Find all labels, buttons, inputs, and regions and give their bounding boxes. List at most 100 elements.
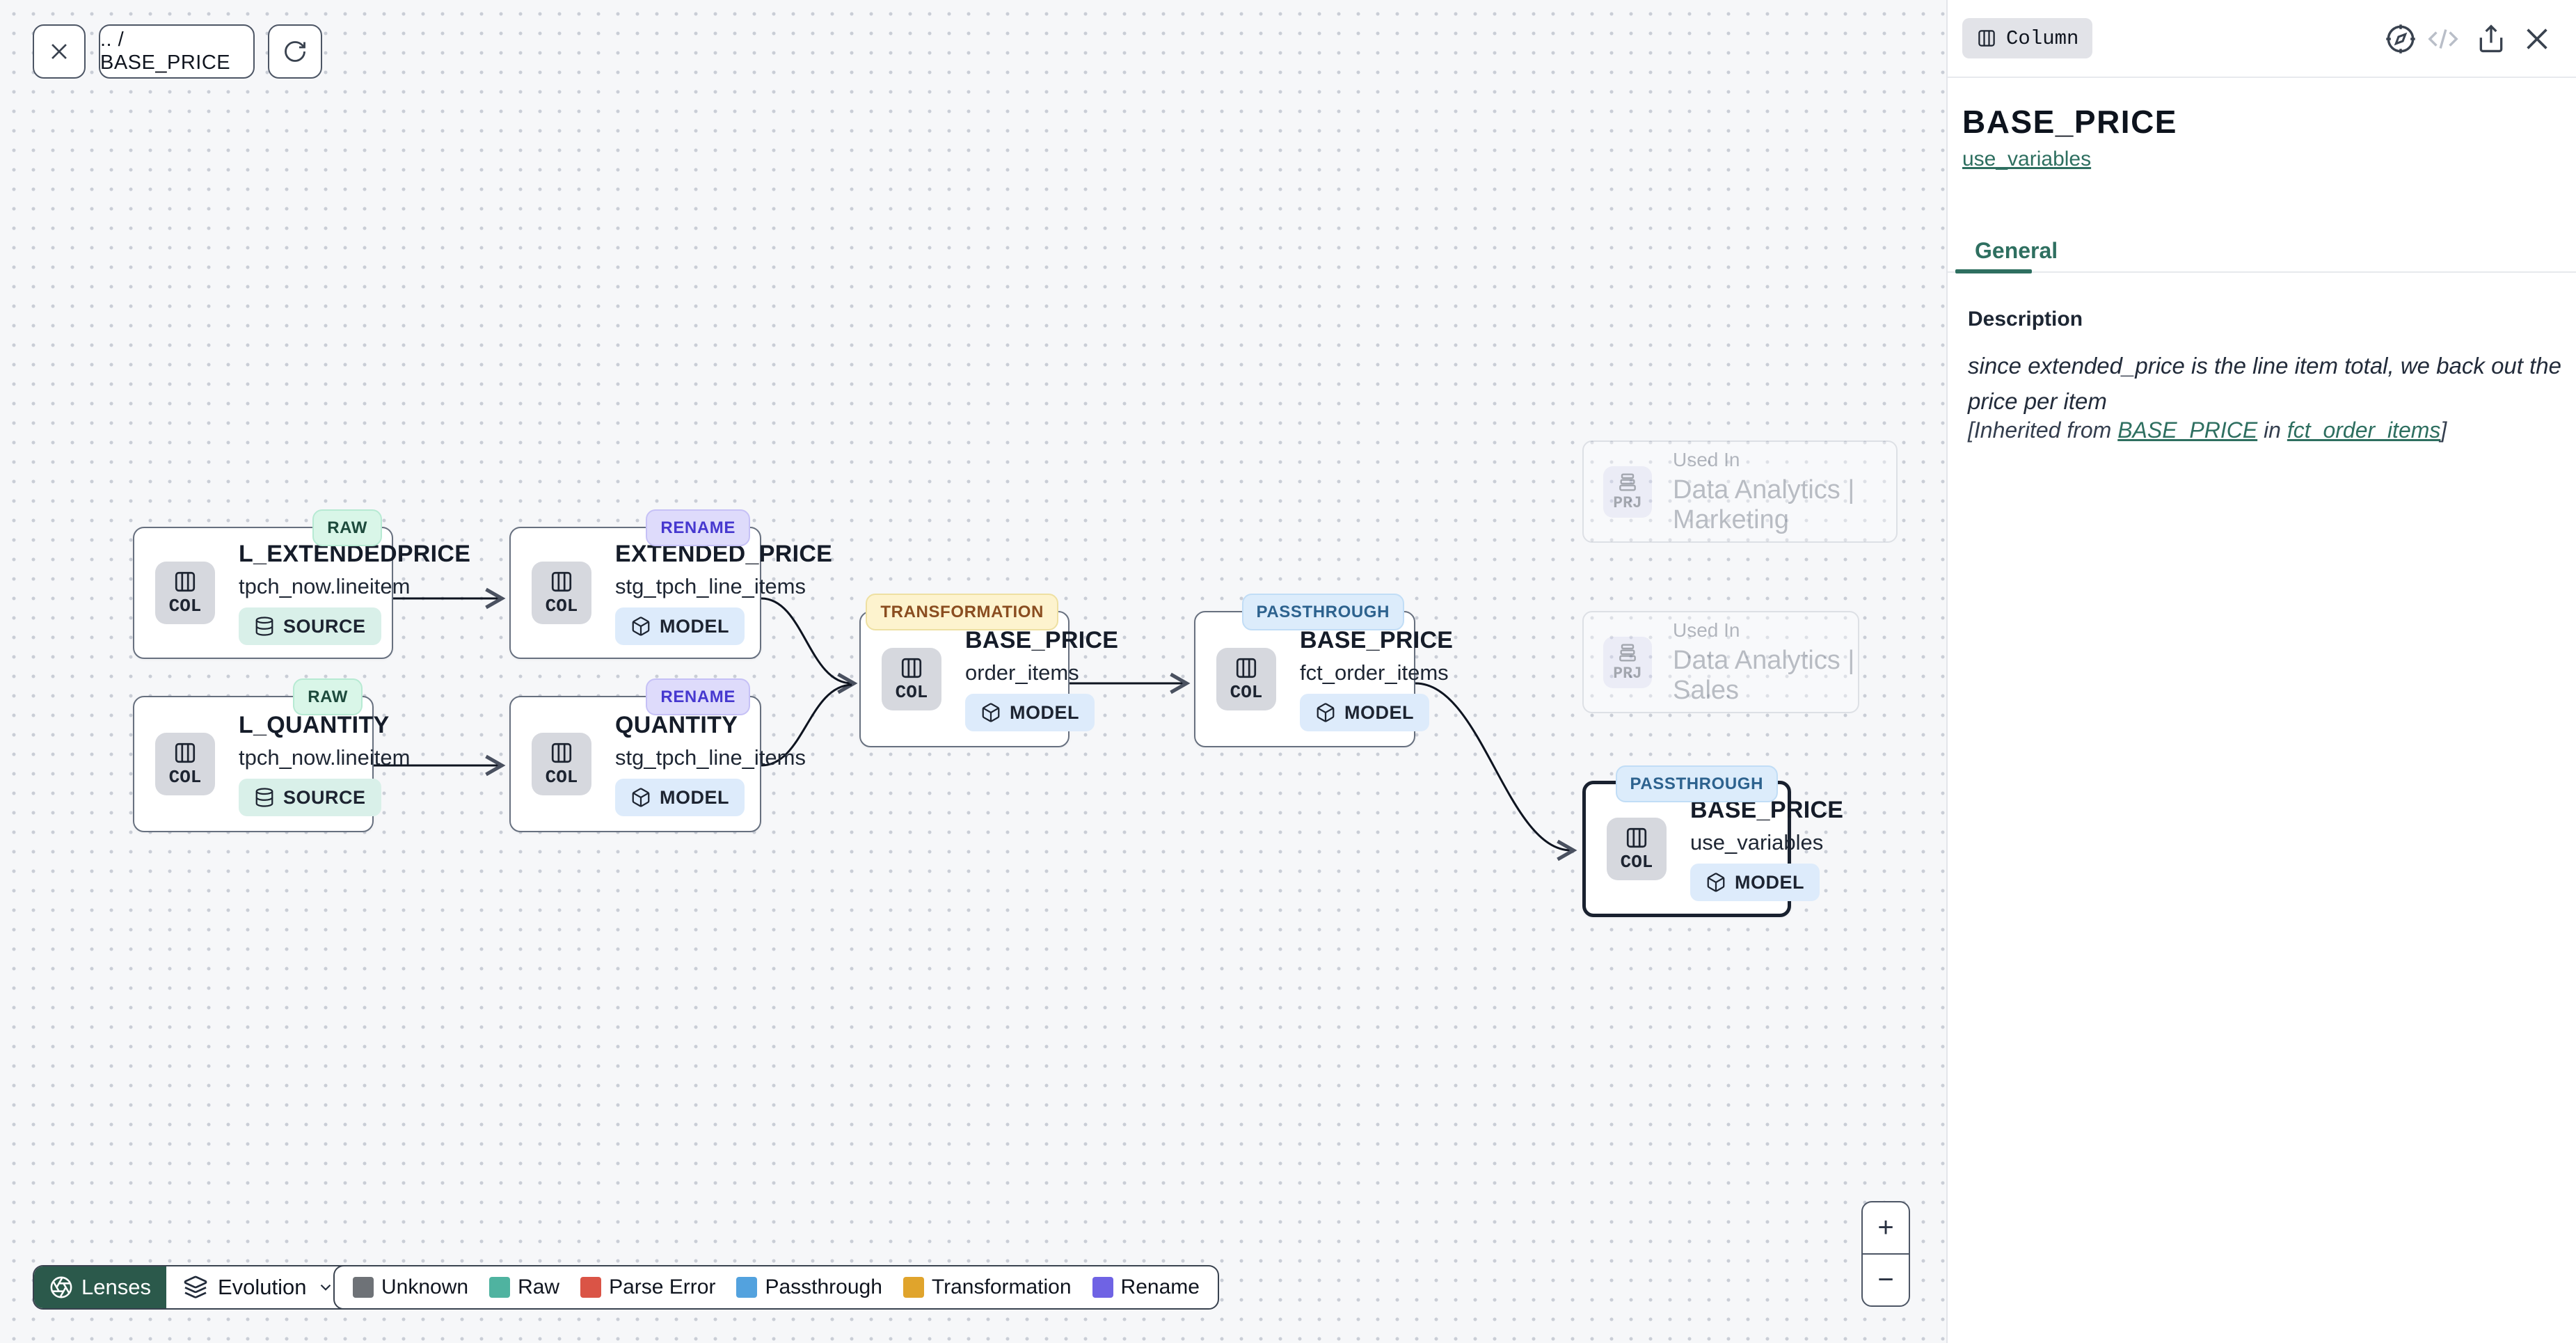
evolution-badge-passthrough: PASSTHROUGH [1615,765,1778,802]
inherited-prefix: [Inherited from [1968,418,2118,443]
details-panel: Column BASE_PRICE use_variables General … [1946,0,2576,1343]
legend-swatch [736,1277,758,1298]
kind-label: COL [895,682,928,703]
legend-item-unknown: Unknown [353,1276,468,1299]
database-icon [254,787,275,808]
breadcrumb-label: .. / BASE_PRICE [100,29,231,74]
legend-swatch [353,1277,374,1298]
column-kind-chip: COL [1216,648,1276,710]
breadcrumb[interactable]: .. / BASE_PRICE [99,24,255,79]
project-icon [1616,642,1639,664]
kind-label: COL [1620,852,1653,873]
kind-label: PRJ [1613,665,1642,683]
node-extended-price[interactable]: RENAME COL EXTENDED_PRICE stg_tpch_line_… [509,509,832,659]
refresh-button[interactable] [268,24,322,79]
columns-icon [173,740,198,765]
legend-item-raw: Raw [489,1276,559,1299]
node-l-extendedprice[interactable]: RAW COL L_EXTENDEDPRICE tpch_now.lineite… [133,509,470,659]
project-kind-chip: PRJ [1603,636,1652,688]
node-subtitle: fct_order_items [1300,660,1449,685]
node-base-price-order-items[interactable]: TRANSFORMATION COL BASE_PRICE order_item… [859,594,1118,747]
legend-item-parse-error: Parse Error [580,1276,715,1299]
used-in-project: Data Analytics | Marketing [1673,475,1855,534]
lenses-button[interactable]: Lenses [34,1266,166,1308]
entity-type-label: Column [2006,26,2079,50]
column-kind-chip: COL [532,562,591,624]
description-text: since extended_price is the line item to… [1968,353,2561,415]
close-icon [2521,23,2553,55]
kind-label: COL [168,767,202,788]
box-icon [630,787,651,808]
type-label: SOURCE [283,615,366,637]
lenses-label: Lenses [81,1275,151,1299]
node-base-price-fct-order-items[interactable]: PASSTHROUGH COL BASE_PRICE fct_order_ite… [1194,594,1453,747]
database-icon [254,616,275,637]
legend-item-transformation: Transformation [903,1276,1072,1299]
columns-icon [1234,655,1259,681]
type-label: MODEL [660,615,729,637]
inherited-column-link[interactable]: BASE_PRICE [2117,418,2258,443]
columns-icon [549,569,574,594]
box-icon [630,616,651,637]
node-subtitle: stg_tpch_line_items [615,574,806,598]
refresh-icon [283,39,308,64]
model-link[interactable]: use_variables [1962,148,2092,170]
compass-button[interactable] [2384,22,2417,56]
active-tab-indicator [1955,269,2032,273]
node-subtitle: use_variables [1690,830,1824,855]
node-title: BASE_PRICE [1300,627,1454,653]
lens-select-dropdown[interactable]: Evolution [166,1266,351,1308]
zoom-out-button[interactable]: − [1877,1264,1894,1295]
node-base-price-use-variables[interactable]: PASSTHROUGH COL BASE_PRICE use_variables… [1582,765,1843,917]
code-icon [2427,23,2459,55]
used-in-node-sales[interactable]: PRJ Used In Data Analytics | Sales [1582,611,1859,713]
project-icon [1616,471,1639,493]
node-type-chip: MODEL [1300,694,1429,731]
legend-swatch [903,1277,924,1298]
evolution-badge-raw: RAW [293,678,363,715]
node-title: QUANTITY [615,712,738,738]
inherited-suffix: ] [2440,418,2447,443]
inherited-middle: in [2257,418,2287,443]
used-in-label: Used In [1673,619,1740,641]
lineage-canvas[interactable]: .. / BASE_PRICE RAW COL L_EXTENDEDPRICE … [0,0,1946,1343]
inherited-note: [Inherited from BASE_PRICE in fct_order_… [1968,418,2576,443]
columns-icon [549,740,574,765]
evolution-badge-rename: RENAME [646,678,750,715]
node-type-chip: MODEL [615,779,745,816]
close-lineage-button[interactable] [33,24,86,79]
edge-extendedprice-baseprice [761,597,858,694]
node-l-quantity[interactable]: RAW COL L_QUANTITY tpch_now.lineitem SOU… [133,678,410,832]
node-quantity[interactable]: RENAME COL QUANTITY stg_tpch_line_items … [509,678,806,832]
edge-fctorderitems-usevariables [1415,682,1577,861]
legend-item-passthrough: Passthrough [736,1276,882,1299]
kind-label: COL [545,596,578,617]
lineage-edges [374,587,1577,861]
columns-icon [1624,825,1649,850]
column-title: BASE_PRICE [1962,104,2177,140]
kind-label: PRJ [1613,494,1642,512]
code-button[interactable] [2426,22,2460,56]
node-subtitle: tpch_now.lineitem [239,745,411,770]
entity-type-badge: Column [1962,18,2093,58]
type-label: MODEL [1010,701,1079,723]
evolution-badge-raw: RAW [312,509,382,546]
close-panel-button[interactable] [2520,22,2554,56]
columns-icon [899,655,924,681]
kind-label: COL [168,596,202,617]
inherited-model-link[interactable]: fct_order_items [2287,418,2441,443]
edge-quantity-baseprice [761,683,852,767]
type-label: MODEL [1344,701,1414,723]
used-in-node-marketing[interactable]: PRJ Used In Data Analytics | Marketing [1582,440,1898,543]
column-kind-chip: COL [155,562,215,624]
node-type-chip: MODEL [965,694,1095,731]
columns-icon [1976,28,1997,49]
tab-general[interactable]: General [1975,237,2058,263]
evolution-badge-passthrough: PASSTHROUGH [1241,594,1404,630]
aperture-icon [49,1276,73,1299]
zoom-in-button[interactable]: + [1863,1202,1909,1255]
compass-icon [2385,23,2417,55]
column-kind-chip: COL [155,733,215,795]
share-button[interactable] [2474,22,2508,56]
